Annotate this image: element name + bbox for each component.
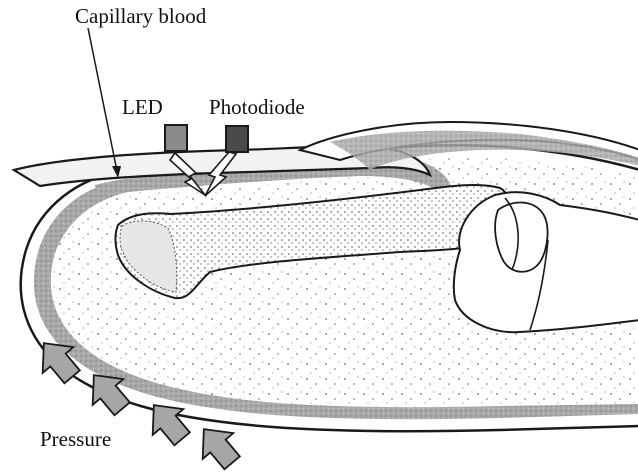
photodiode-sensor: [226, 126, 248, 152]
joint-condyle: [495, 203, 547, 272]
capillary-blood-label: Capillary blood: [75, 6, 206, 27]
led-emitter: [165, 125, 187, 151]
capillary-leader-line: [88, 28, 118, 176]
photodiode-label: Photodiode: [209, 97, 305, 118]
block-arrow-up-right-icon: [189, 416, 248, 475]
pressure-label: Pressure: [40, 429, 111, 450]
led-label: LED: [122, 97, 163, 118]
